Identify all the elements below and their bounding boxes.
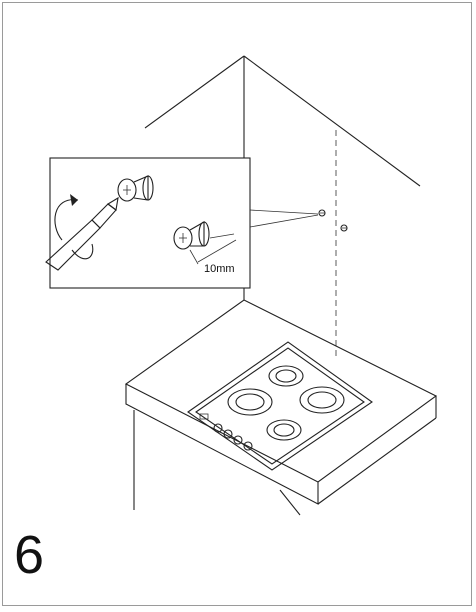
step-number: 6 — [14, 525, 45, 585]
screwdriver-icon — [45, 196, 119, 271]
callout-leader — [249, 209, 319, 215]
callout-leader — [249, 214, 319, 228]
dimension-label: 10mm — [204, 263, 235, 275]
countertop — [124, 299, 438, 516]
illustration-frame — [2, 2, 472, 606]
screw-icon — [173, 221, 237, 265]
wall-corner — [144, 55, 421, 360]
detail-callout: 10mm — [45, 157, 251, 289]
cooktop-icon — [187, 341, 373, 471]
wall-screws — [318, 209, 348, 232]
rotation-arrow-icon — [54, 194, 94, 260]
screw-plug-icon — [117, 175, 154, 202]
